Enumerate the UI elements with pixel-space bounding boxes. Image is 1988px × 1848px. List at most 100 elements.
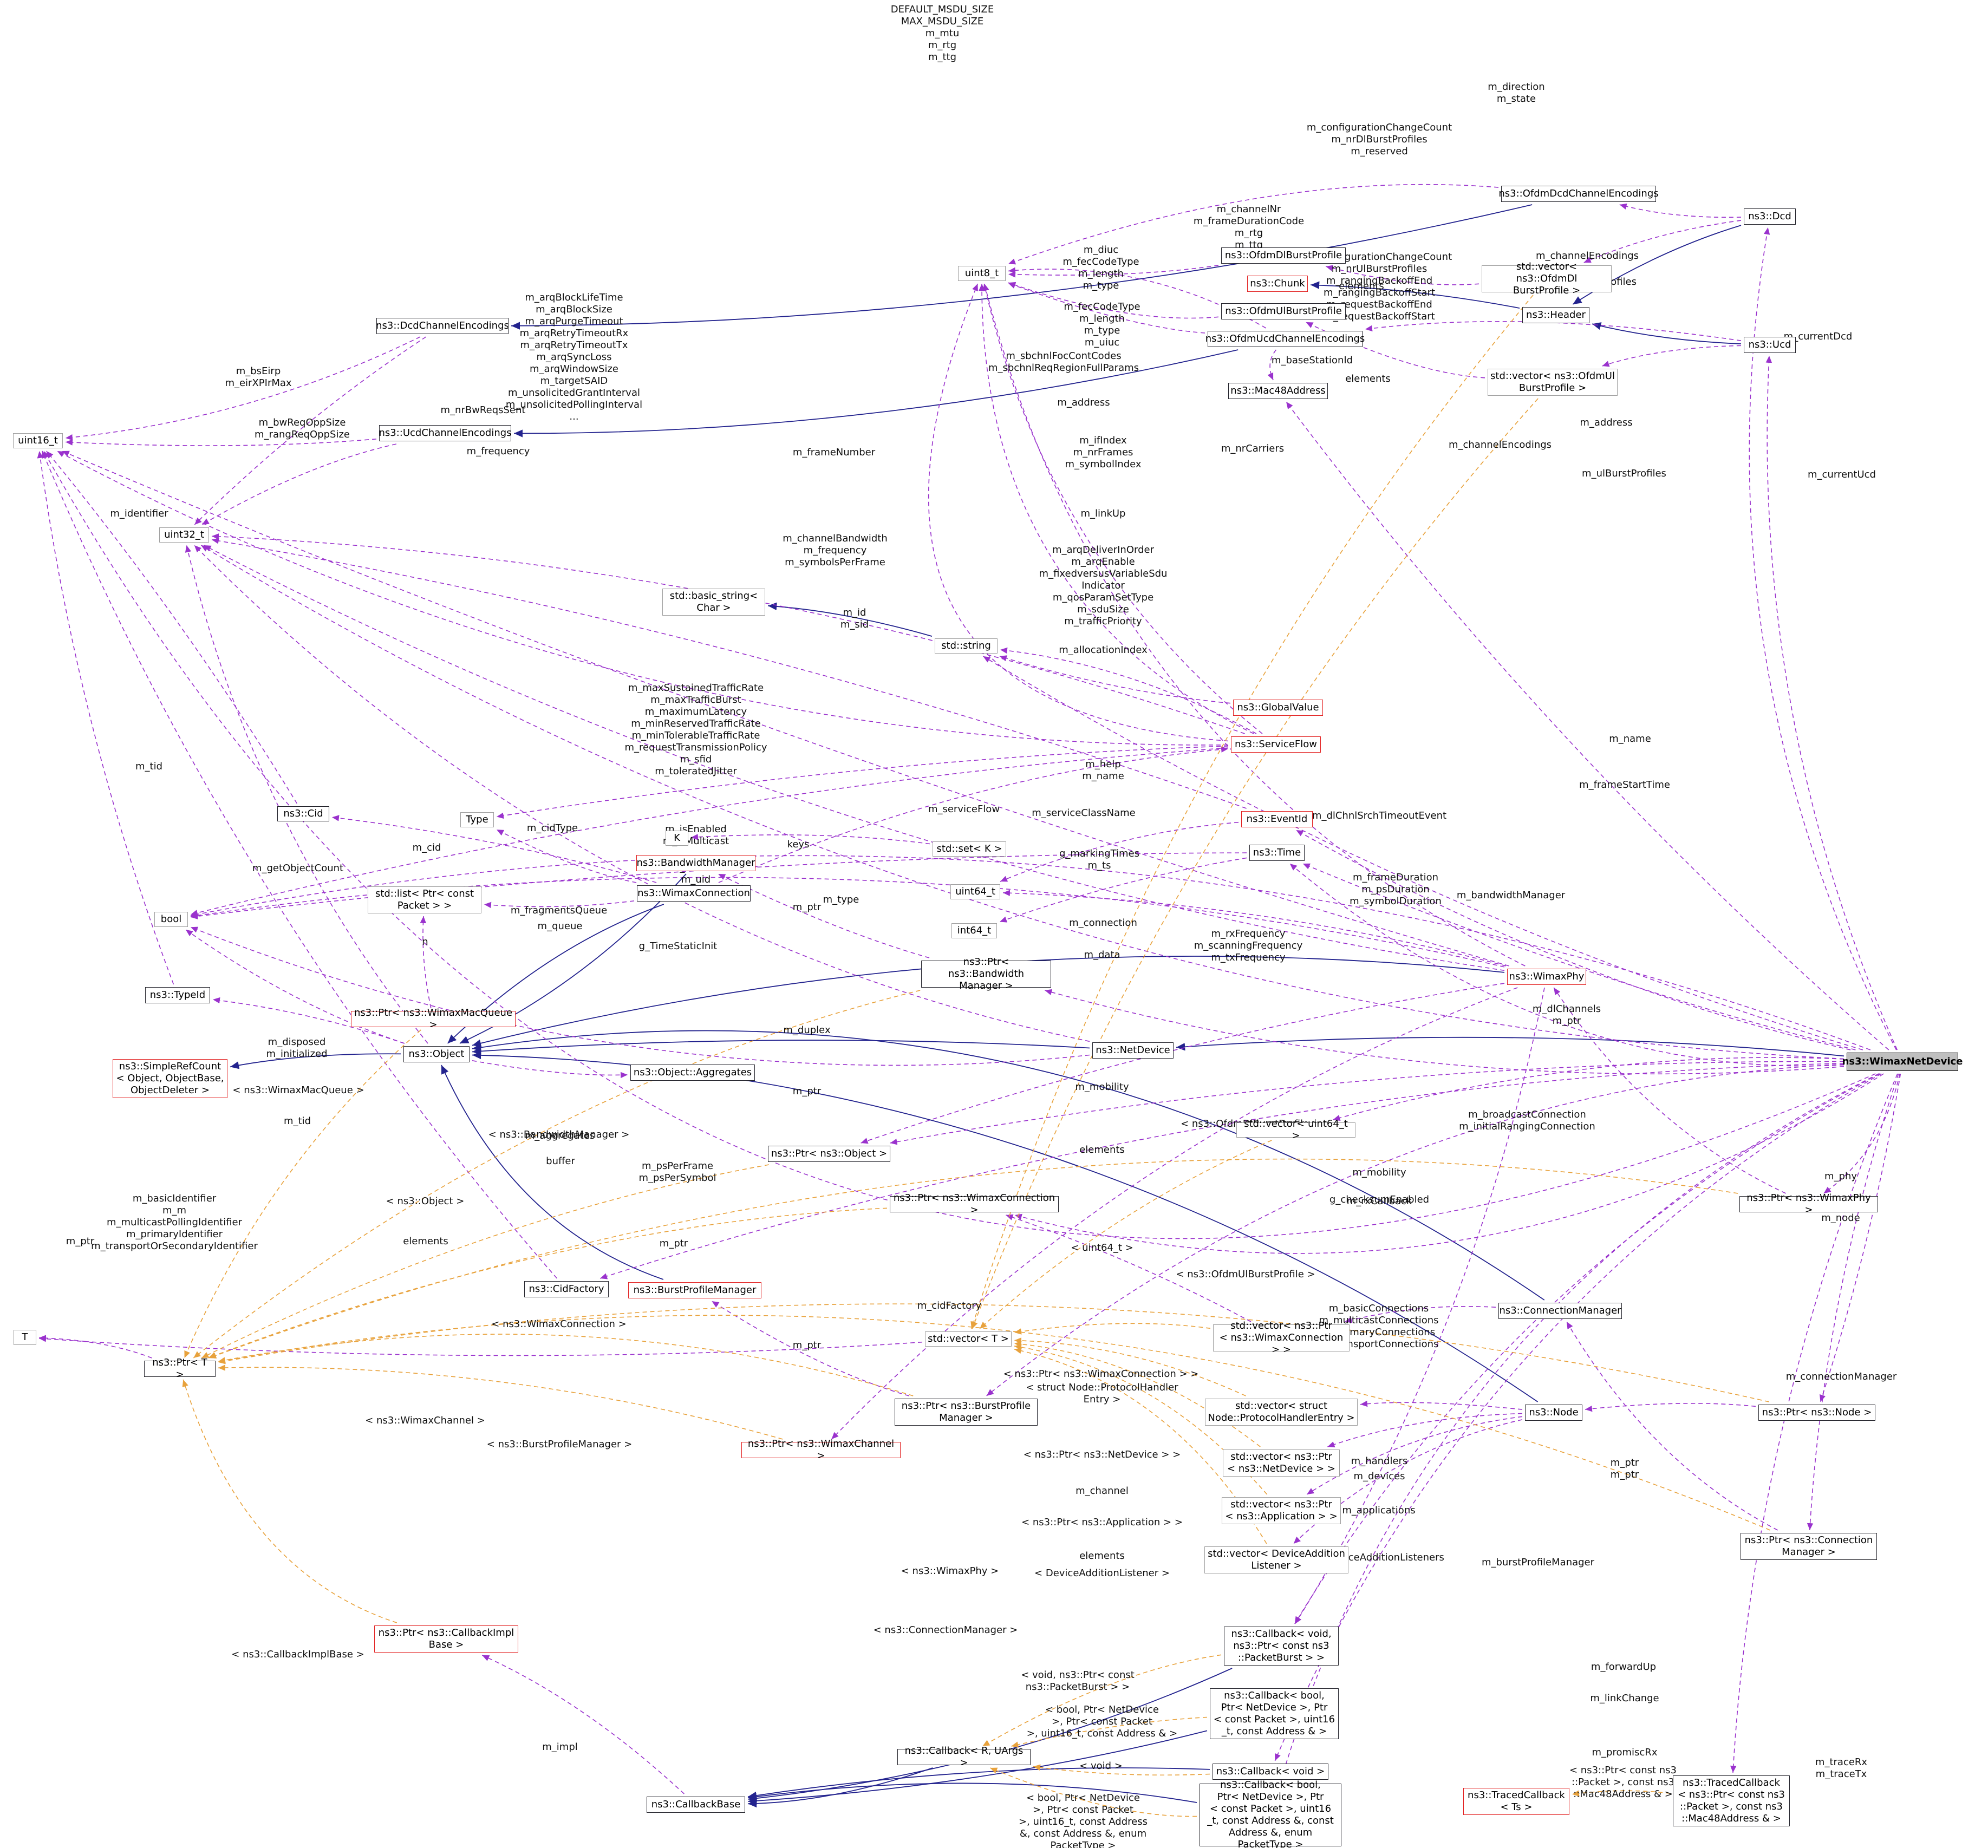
node-cid[interactable]: ns3::Cid <box>277 806 329 821</box>
node-ptrbpman[interactable]: ns3::Ptr< ns3::BurstProfile Manager > <box>895 1399 1038 1426</box>
node-type[interactable]: Type <box>460 812 494 827</box>
edge-label-currentdcd: m_currentDcd <box>1783 331 1853 342</box>
edge-ptrconnman-connman <box>1566 1321 1778 1531</box>
edge-wimaxnetdevice-ptrconnman <box>1807 1073 1899 1531</box>
node-uint8[interactable]: uint8_t <box>958 266 1006 281</box>
node-bool[interactable]: bool <box>154 912 188 927</box>
edge-label-msdu: DEFAULT_MSDU_SIZE MAX_MSDU_SIZE m_mtu m_… <box>890 4 994 63</box>
node-node[interactable]: ns3::Node <box>1525 1405 1582 1421</box>
node-chunk[interactable]: ns3::Chunk <box>1247 276 1308 292</box>
node-vecdl[interactable]: std::vector< ns3::OfdmDl BurstProfile > <box>1482 261 1612 296</box>
node-stdstring[interactable]: std::string <box>935 638 998 654</box>
node-uint64[interactable]: uint64_t <box>950 884 1000 899</box>
node-dcd[interactable]: ns3::Dcd <box>1744 208 1796 225</box>
node-k[interactable]: K <box>666 831 688 846</box>
edge-label-ptr1: m_ptr <box>792 902 822 913</box>
edge-label-freq1: m_frequency <box>466 446 530 457</box>
node-serviceflow[interactable]: ns3::ServiceFlow <box>1231 736 1321 753</box>
node-aggregates[interactable]: ns3::Object::Aggregates <box>630 1065 755 1081</box>
node-wconn[interactable]: ns3::WimaxConnection <box>637 885 751 902</box>
node-ofdmdl[interactable]: ns3::OfdmDlBurstProfile <box>1221 247 1346 264</box>
node-tracedcbpkt[interactable]: ns3::TracedCallback < ns3::Ptr< const ns… <box>1673 1775 1790 1826</box>
node-vecptrnetdev[interactable]: std::vector< ns3::Ptr < ns3::NetDevice >… <box>1223 1449 1340 1477</box>
node-ptrobj[interactable]: ns3::Ptr< ns3::Object > <box>768 1146 890 1162</box>
edge-label-broadcast: m_broadcastConnection m_initialRangingCo… <box>1459 1109 1595 1132</box>
node-setk[interactable]: std::set< K > <box>933 841 1006 857</box>
node-cbvoidpb[interactable]: ns3::Callback< void, ns3::Ptr< const ns3… <box>1224 1627 1339 1666</box>
node-uint32[interactable]: uint32_t <box>159 527 209 543</box>
node-ptrconnman[interactable]: ns3::Ptr< ns3::Connection Manager > <box>1741 1533 1877 1560</box>
node-ptrmacq[interactable]: ns3::Ptr< ns3::WimaxMacQueue > <box>351 1007 516 1030</box>
edge-label-tracerx: m_traceRx m_traceTx <box>1815 1756 1868 1780</box>
node-uint16[interactable]: uint16_t <box>13 433 63 448</box>
node-vecptrapp[interactable]: std::vector< ns3::Ptr < ns3::Application… <box>1222 1497 1341 1524</box>
node-ucdce[interactable]: ns3::UcdChannelEncodings <box>379 425 512 441</box>
edge-ptrwchan-ptrt <box>218 1364 783 1440</box>
node-wimaxnetdevice[interactable]: ns3::WimaxNetDevice <box>1842 1053 1963 1071</box>
edge-ptrwconn-ptrt <box>208 1207 888 1359</box>
node-ptrt[interactable]: ns3::Ptr< T > <box>144 1357 216 1380</box>
node-int64[interactable]: int64_t <box>951 923 997 938</box>
edge-wimaxnetdevice-ucd <box>1765 355 1898 1050</box>
node-dcdce[interactable]: ns3::DcdChannelEncodings <box>376 318 509 334</box>
node-tracedcb[interactable]: ns3::TracedCallback < Ts > <box>1463 1788 1569 1815</box>
node-ofdmdcd[interactable]: ns3::OfdmDcdChannelEncodings <box>1498 186 1659 202</box>
node-ptrwphy[interactable]: ns3::Ptr< ns3::WimaxPhy > <box>1739 1192 1878 1216</box>
node-bwman[interactable]: ns3::BandwidthManager <box>636 855 755 871</box>
node-cbbool2[interactable]: ns3::Callback< bool, Ptr< NetDevice >, P… <box>1200 1779 1341 1848</box>
node-vecu64[interactable]: std::vector< uint64_t > <box>1236 1118 1355 1141</box>
node-wimaxphy[interactable]: ns3::WimaxPhy <box>1507 969 1586 985</box>
node-header[interactable]: ns3::Header <box>1522 307 1589 323</box>
node-netdevice[interactable]: ns3::NetDevice <box>1092 1042 1174 1059</box>
node-object[interactable]: ns3::Object <box>403 1046 470 1062</box>
node-cbruargs[interactable]: ns3::Callback< R, UArgs > <box>897 1745 1031 1768</box>
edge-label-tmplbpm: < ns3::BurstProfileManager > <box>486 1439 633 1450</box>
node-ptrwchan[interactable]: ns3::Ptr< ns3::WimaxChannel > <box>741 1438 901 1461</box>
node-simpleref[interactable]: ns3::SimpleRefCount < Object, ObjectBase… <box>113 1059 227 1098</box>
node-ptrbw[interactable]: ns3::Ptr< ns3::Bandwidth Manager > <box>921 956 1051 991</box>
node-ptrwconn[interactable]: ns3::Ptr< ns3::WimaxConnection > <box>890 1192 1059 1216</box>
node-ucd[interactable]: ns3::Ucd <box>1744 337 1796 353</box>
node-ofdmucd[interactable]: ns3::OfdmUcdChannelEncodings <box>1205 331 1365 347</box>
node-globalvalue[interactable]: ns3::GlobalValue <box>1233 700 1323 716</box>
node-t[interactable]: T <box>14 1330 36 1345</box>
edge-label-tmplptrapp: < ns3::Ptr< ns3::Application > > <box>1021 1517 1183 1528</box>
node-vecdevadd[interactable]: std::vector< DeviceAddition Listener > <box>1204 1546 1348 1573</box>
edge-label-nodelbl: m_node <box>1821 1212 1860 1224</box>
node-cbvoid[interactable]: ns3::Callback< void > <box>1213 1764 1328 1780</box>
node-vecprotohandler[interactable]: std::vector< struct Node::ProtocolHandle… <box>1205 1399 1358 1426</box>
node-cidfactory[interactable]: ns3::CidFactory <box>524 1281 609 1297</box>
node-mac48[interactable]: ns3::Mac48Address <box>1228 383 1328 399</box>
node-vect[interactable]: std::vector< T > <box>925 1331 1012 1347</box>
edge-cbbool1-cbbase <box>747 1730 1208 1805</box>
edge-connman-vecptrwconn <box>1345 1305 1496 1323</box>
node-bpman[interactable]: ns3::BurstProfileManager <box>628 1282 761 1298</box>
node-time[interactable]: ns3::Time <box>1249 845 1305 861</box>
edge-node-vecprotohandler <box>1360 1400 1523 1410</box>
node-eventid[interactable]: ns3::EventId <box>1241 811 1313 827</box>
node-ofdmul[interactable]: ns3::OfdmUlBurstProfile <box>1221 303 1346 319</box>
node-typeid[interactable]: ns3::TypeId <box>145 987 210 1003</box>
node-listpkt[interactable]: std::list< Ptr< const Packet > > <box>368 886 481 913</box>
edge-label-basicid: m_basicIdentifier m_m m_multicastPolling… <box>91 1193 258 1252</box>
edge-wimaxphy-uint8 <box>983 283 1526 967</box>
edge-label-linkchange: m_linkChange <box>1590 1693 1659 1704</box>
edge-label-svcclass: m_serviceClassName <box>1032 807 1136 819</box>
edge-cbvoidpb-cbruargs <box>982 1654 1222 1747</box>
edge-label-tid2: m_tid <box>283 1115 311 1127</box>
node-connman[interactable]: ns3::ConnectionManager <box>1498 1303 1622 1319</box>
node-cbbase[interactable]: ns3::CallbackBase <box>647 1797 745 1813</box>
node-cbbool1[interactable]: ns3::Callback< bool, Ptr< NetDevice >, P… <box>1210 1688 1339 1739</box>
edge-wimaxnetdevice-ptrbpman <box>986 1063 1844 1396</box>
edge-serviceflow-bool <box>190 747 1229 916</box>
edge-cidfactory-uint16 <box>42 450 558 1279</box>
node-ptrcbimpl[interactable]: ns3::Ptr< ns3::CallbackImpl Base > <box>374 1625 518 1653</box>
edge-label-framedur: m_frameDuration m_psDuration m_symbolDur… <box>1350 872 1442 907</box>
node-vecptrwconn[interactable]: std::vector< ns3::Ptr < ns3::WimaxConnec… <box>1213 1320 1350 1355</box>
node-ptrnode[interactable]: ns3::Ptr< ns3::Node > <box>1758 1405 1875 1421</box>
edge-bpman-object <box>441 1065 664 1280</box>
node-vecul[interactable]: std::vector< ns3::OfdmUl BurstProfile > <box>1488 369 1618 396</box>
edge-typeid-uint16 <box>37 450 174 985</box>
edge-label-confdl: m_configurationChangeCount m_nrDlBurstPr… <box>1306 122 1452 157</box>
node-basicstring[interactable]: std::basic_string< Char > <box>662 589 765 616</box>
